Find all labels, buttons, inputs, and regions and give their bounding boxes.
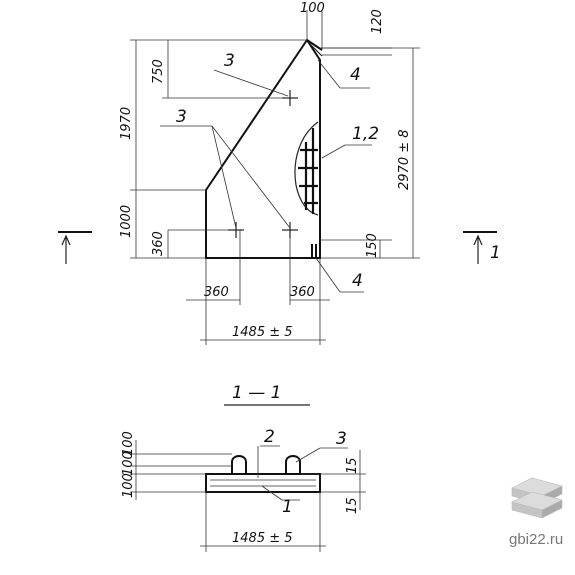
dim-1000: 1000 [119, 205, 134, 238]
elevation-view: 750 1970 1000 360 100 120 2970 ± 8 150 3… [58, 1, 501, 345]
section-title: 1 — 1 [232, 383, 281, 403]
mesh-opening [294, 121, 319, 216]
panel-outline [205, 38, 321, 259]
dim-360-left: 360 [151, 231, 166, 256]
section-view: 1 — 1 100 100 100 15 15 1485 ± 5 [121, 383, 366, 552]
section-label-1: 1 [490, 243, 501, 263]
dim-100-top: 100 [300, 1, 325, 16]
dim-750: 750 [151, 59, 166, 84]
callout-3-left: 3 [176, 107, 187, 127]
section-dim-100b: 100 [121, 451, 136, 476]
callout-4-top: 4 [350, 65, 361, 85]
section-dim-100c: 100 [121, 473, 136, 498]
dim-360-bottom-left: 360 [204, 285, 229, 300]
section-callout-2: 2 [264, 427, 275, 447]
dim-2970: 2970 ± 8 [397, 129, 412, 190]
section-callout-3: 3 [336, 429, 347, 449]
section-dim-100a: 100 [121, 431, 136, 456]
dim-360-bottom-right: 360 [290, 285, 315, 300]
section-dim-15b: 15 [345, 497, 360, 514]
dim-1970: 1970 [119, 107, 134, 140]
callout-1-2: 1,2 [352, 124, 379, 144]
section-mark-right: 1 [463, 231, 501, 264]
dim-120: 120 [370, 9, 385, 34]
dim-1485-top: 1485 ± 5 [232, 325, 293, 340]
section-mark-left [58, 231, 92, 264]
section-callout-1: 1 [282, 497, 293, 517]
callout-4-bottom: 4 [352, 271, 363, 291]
section-dim-1485: 1485 ± 5 [232, 531, 293, 546]
stacked-slabs-icon [511, 477, 563, 519]
reinforcement-mesh [298, 128, 318, 214]
section-dim-15a: 15 [345, 457, 360, 474]
dim-150: 150 [365, 233, 380, 258]
callout-3-top: 3 [224, 51, 235, 71]
section-slab [205, 473, 321, 493]
watermark-text: gbi22.ru [509, 531, 564, 548]
